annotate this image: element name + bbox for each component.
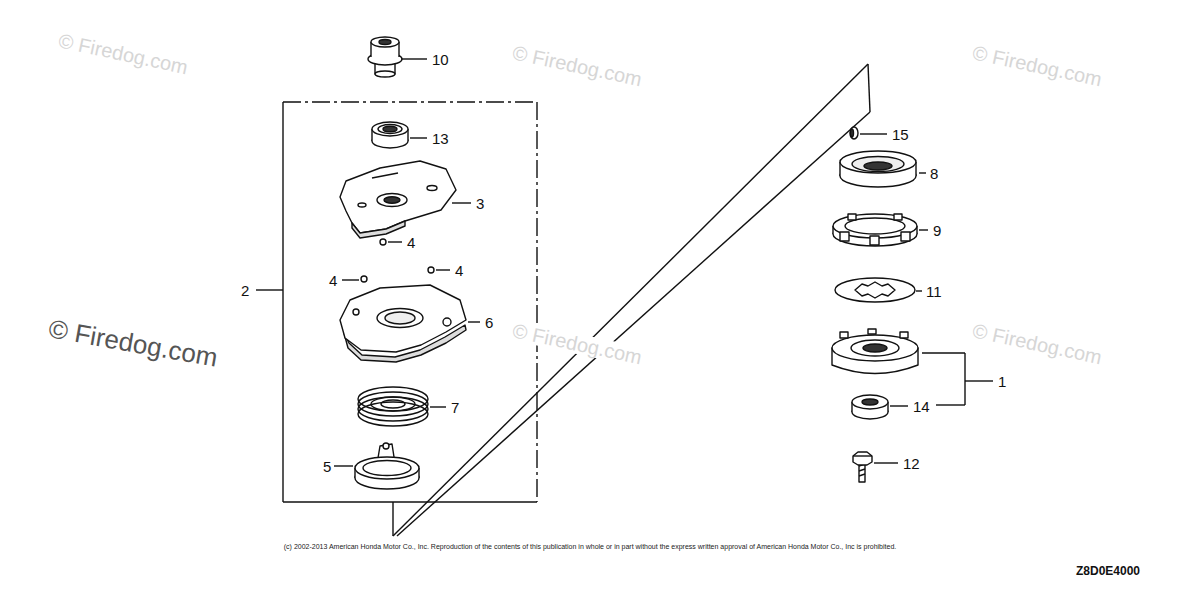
ring-part	[833, 214, 928, 246]
callout-number: 4	[406, 235, 416, 250]
callout-number: 13	[431, 131, 450, 146]
bearing-part	[372, 122, 427, 148]
housing-part	[832, 329, 918, 374]
callout-number: 1	[997, 374, 1007, 389]
callout-number: 9	[932, 223, 942, 238]
drawing-number: Z8D0E4000	[1075, 565, 1141, 577]
watermark: © Firedog.com	[510, 42, 645, 89]
spring-part	[358, 387, 446, 426]
callout-number: 7	[450, 400, 460, 415]
watermark: © Firedog.com	[510, 320, 645, 367]
callout-number: 4	[328, 273, 338, 288]
bolt-part	[853, 452, 898, 482]
group-bracket	[922, 353, 993, 405]
copyright-notice: (c) 2002-2013 American Honda Motor Co., …	[283, 543, 897, 550]
callout-number: 10	[431, 52, 450, 67]
disc-part	[835, 278, 922, 302]
watermark: © Firedog.com	[46, 315, 221, 371]
group-bracket	[256, 102, 537, 502]
callout-number: 14	[912, 399, 931, 414]
callout-number: 5	[322, 459, 332, 474]
ratchet-part	[334, 443, 419, 489]
watermark: © Firedog.com	[970, 320, 1105, 367]
callout-number: 8	[929, 166, 939, 181]
assembly-line	[393, 64, 870, 536]
cap-part	[368, 37, 427, 77]
callout-number: 3	[475, 196, 485, 211]
plate-part	[340, 285, 480, 362]
watermark: © Firedog.com	[970, 42, 1105, 89]
callout-number: 15	[891, 127, 910, 142]
callout-number: 11	[925, 284, 943, 299]
dish-part	[840, 151, 926, 187]
plate-part	[340, 161, 471, 238]
callout-number: 4	[454, 263, 464, 278]
watermark: © Firedog.com	[56, 30, 191, 77]
ball-part	[342, 239, 450, 282]
callout-number: 2	[240, 283, 250, 298]
callout-number: 6	[484, 315, 494, 330]
clip-part	[850, 127, 887, 139]
bearing-part	[852, 395, 908, 419]
callout-number: 12	[902, 456, 921, 471]
